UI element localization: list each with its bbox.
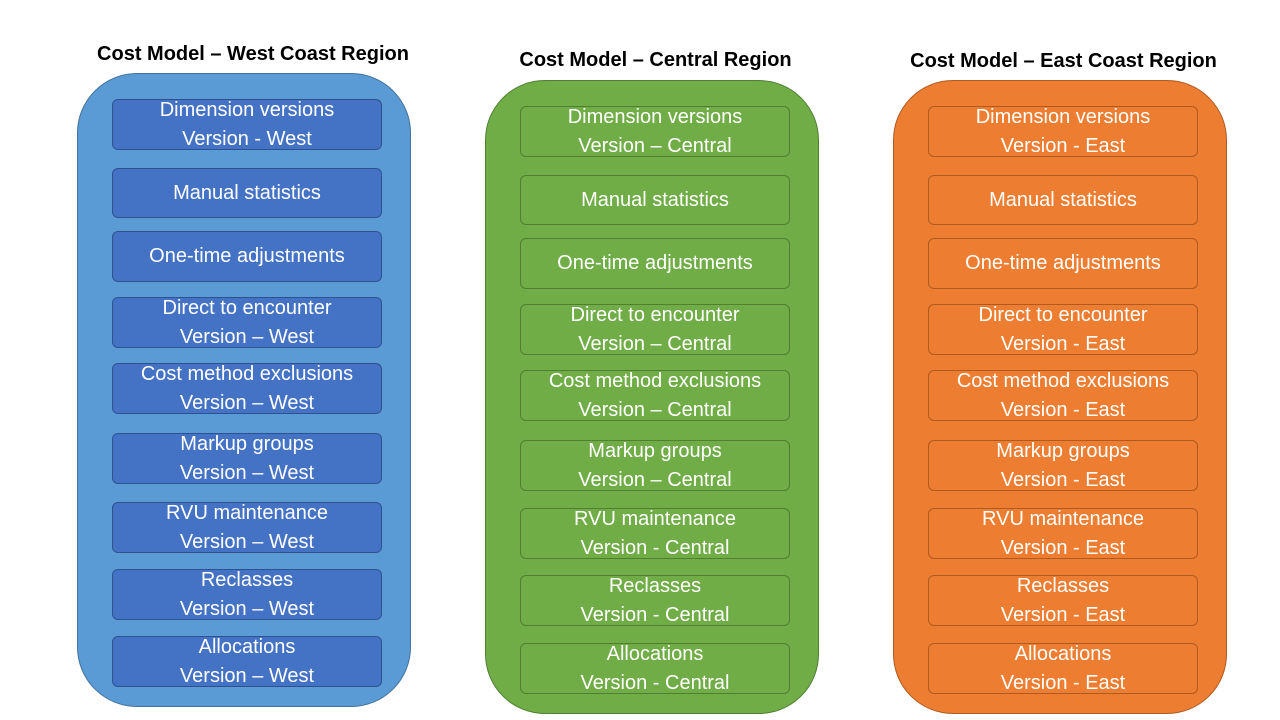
item-version: Version – Central [578, 468, 732, 491]
item-version: Version – West [179, 391, 315, 414]
item-one-time-adjustments: One-time adjustments [112, 231, 382, 282]
item-cost-method-exclusions: Cost method exclusions Version – West [112, 363, 382, 414]
item-version: Version - Central [580, 671, 730, 694]
item-label: Reclasses [1016, 574, 1110, 597]
item-direct-to-encounter: Direct to encounter Version - East [928, 304, 1198, 355]
item-rvu-maintenance: RVU maintenance Version - East [928, 508, 1198, 559]
item-rvu-maintenance: RVU maintenance Version – West [112, 502, 382, 553]
item-label: Manual statistics [989, 188, 1137, 211]
item-version: Version – Central [578, 398, 732, 421]
item-reclasses: Reclasses Version – West [112, 569, 382, 620]
item-label: One-time adjustments [557, 252, 753, 274]
item-label: Direct to encounter [978, 303, 1148, 326]
item-label: Markup groups [996, 439, 1130, 462]
item-label: Markup groups [588, 439, 722, 462]
region-title-west: Cost Model – West Coast Region [97, 43, 409, 65]
item-allocations: Allocations Version - East [928, 643, 1198, 694]
item-version: Version - Central [580, 536, 730, 559]
item-label: Reclasses [608, 574, 702, 597]
item-version: Version - East [1000, 332, 1126, 355]
region-title-east: Cost Model – East Coast Region [910, 50, 1217, 72]
region-panel-east: Dimension versions Version - East Manual… [893, 80, 1227, 714]
item-cost-method-exclusions: Cost method exclusions Version - East [928, 370, 1198, 421]
item-one-time-adjustments: One-time adjustments [928, 238, 1198, 289]
item-markup-groups: Markup groups Version – West [112, 433, 382, 484]
region-title-central: Cost Model – Central Region [519, 49, 792, 71]
item-version: Version – West [179, 597, 315, 620]
item-label: Allocations [198, 635, 296, 658]
item-manual-statistics: Manual statistics [112, 168, 382, 218]
item-label: Cost method exclusions [548, 369, 762, 392]
item-markup-groups: Markup groups Version - East [928, 440, 1198, 491]
item-label: One-time adjustments [965, 252, 1161, 274]
item-version: Version – West [179, 664, 315, 687]
item-label: Manual statistics [173, 181, 321, 204]
item-version: Version - East [1000, 536, 1126, 559]
item-manual-statistics: Manual statistics [928, 175, 1198, 225]
item-version: Version - East [1000, 398, 1126, 421]
item-version: Version - East [1000, 134, 1126, 157]
item-direct-to-encounter: Direct to encounter Version – Central [520, 304, 790, 355]
item-markup-groups: Markup groups Version – Central [520, 440, 790, 491]
item-version: Version - East [1000, 468, 1126, 491]
item-label: Allocations [1014, 642, 1112, 665]
item-version: Version - East [1000, 603, 1126, 626]
item-reclasses: Reclasses Version - Central [520, 575, 790, 626]
item-allocations: Allocations Version - Central [520, 643, 790, 694]
item-version: Version – West [179, 461, 315, 484]
item-label: Dimension versions [975, 105, 1151, 128]
region-panel-central: Dimension versions Version – Central Man… [485, 80, 819, 714]
item-version: Version – West [179, 530, 315, 553]
item-dimension-versions: Dimension versions Version - West [112, 99, 382, 150]
item-label: RVU maintenance [982, 507, 1144, 530]
item-version: Version - West [182, 127, 312, 150]
region-panel-west: Dimension versions Version - West Manual… [77, 73, 411, 707]
item-label: One-time adjustments [149, 245, 345, 267]
item-label: Manual statistics [581, 188, 729, 211]
item-dimension-versions: Dimension versions Version – Central [520, 106, 790, 157]
item-label: Cost method exclusions [956, 369, 1170, 392]
item-version: Version – West [179, 325, 315, 348]
item-label: Direct to encounter [162, 296, 332, 319]
item-label: Cost method exclusions [140, 362, 354, 385]
item-cost-method-exclusions: Cost method exclusions Version – Central [520, 370, 790, 421]
item-dimension-versions: Dimension versions Version - East [928, 106, 1198, 157]
item-reclasses: Reclasses Version - East [928, 575, 1198, 626]
item-label: RVU maintenance [574, 507, 736, 530]
item-label: Reclasses [200, 568, 294, 591]
item-label: Markup groups [180, 432, 314, 455]
item-label: Dimension versions [567, 105, 743, 128]
item-direct-to-encounter: Direct to encounter Version – West [112, 297, 382, 348]
item-version: Version - East [1000, 671, 1126, 694]
item-rvu-maintenance: RVU maintenance Version - Central [520, 508, 790, 559]
item-label: Dimension versions [159, 98, 335, 121]
item-version: Version – Central [578, 134, 732, 157]
item-label: Direct to encounter [570, 303, 740, 326]
item-label: RVU maintenance [166, 501, 328, 524]
item-version: Version - Central [580, 603, 730, 626]
item-label: Allocations [606, 642, 704, 665]
item-manual-statistics: Manual statistics [520, 175, 790, 225]
item-version: Version – Central [578, 332, 732, 355]
item-one-time-adjustments: One-time adjustments [520, 238, 790, 289]
item-allocations: Allocations Version – West [112, 636, 382, 687]
